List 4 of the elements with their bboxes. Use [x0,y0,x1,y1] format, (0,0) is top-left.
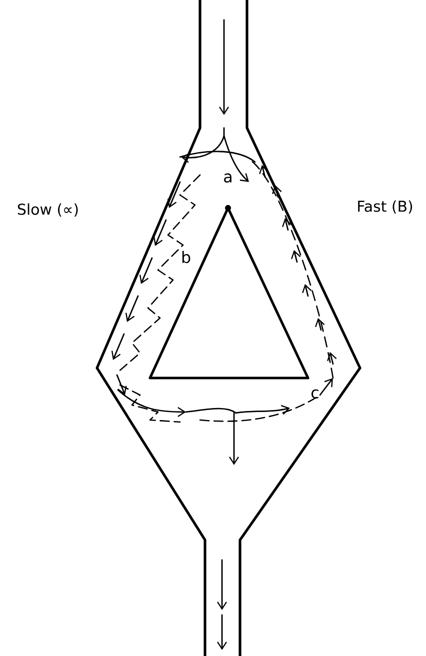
pathway-label: Slow (∝) [18,203,78,217]
pathway-label: a [224,173,232,183]
pathway-label: b [182,250,190,264]
pathway-label: Fast (B) [358,200,412,214]
